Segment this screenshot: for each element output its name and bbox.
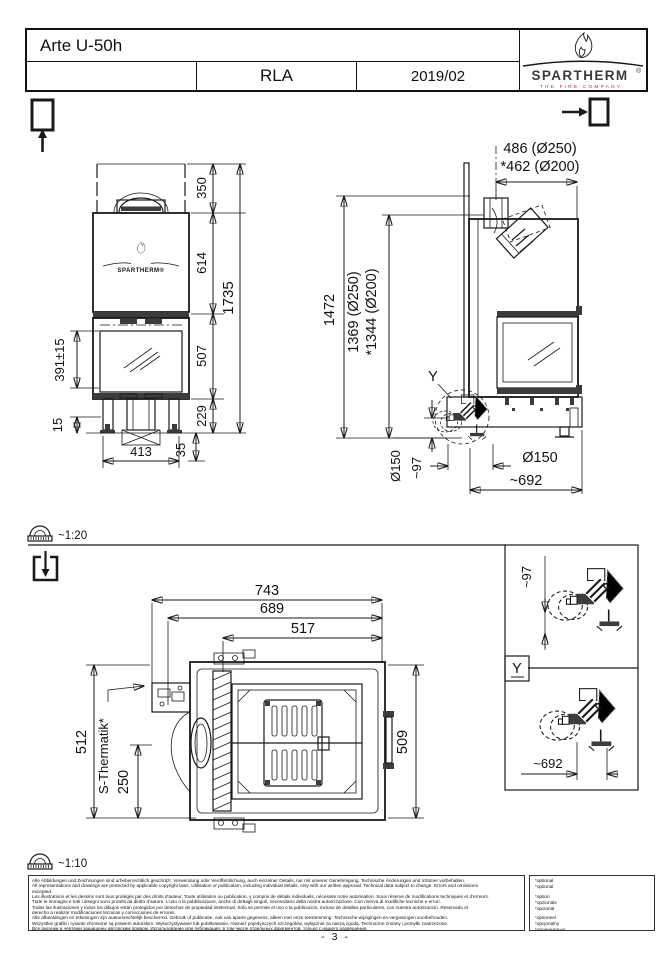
optional-note: *opcjonalny [535,921,560,927]
optional-note: *опционально [535,927,566,931]
optional-note: *option [535,893,550,899]
dim-foot-offset: 35 [173,443,188,457]
engraved-logo-text: SPARTHERM® [118,267,165,274]
dim-shroud-height: 350 [194,177,209,199]
scale-label-views: ~1:20 [58,530,87,542]
brand-wordmark: SPARTHERM [531,68,628,83]
empty-cell [27,62,197,90]
optional-notes-box: *optional *optional *option *opzionale *… [529,875,655,931]
spartherm-logo: SPARTHERM ® THE FIRE COMPANY [520,30,646,90]
y-detail-marker: Y [512,661,522,677]
dim-body-height: 614 [194,252,209,274]
drawing-title: Arte U-50h [27,30,519,62]
front-view-dimensions: 350 614 507 229 1735 391±15 15 413 35 [50,164,246,468]
front-view: SPARTHERM® [86,163,246,446]
disclaimer-line: Все рисунки и чертежи защищены авторским… [32,925,368,931]
side-view-dimensions: 486 (Ø250) *462 (Ø200) 1472 1369 (Ø250) … [322,141,582,494]
dim-glass-height: 391±15 [52,338,67,381]
dim-foot-adjust: 15 [50,418,65,432]
disclaimer-line: Alle Abbildungen und Zeichnungen sind ur… [32,878,466,883]
front-view-icon [30,98,55,152]
damper-detail-drawing [432,394,488,441]
y-detail-panel: Y ~97 ~692 [504,544,639,791]
dim-total-height: 1735 [220,281,237,314]
top-view-icon [32,551,59,582]
disclaimer-line: Todas las ilustraciones y todos los dibu… [32,904,468,910]
dim-total-depth: ~692 [510,473,543,489]
brand-registered-mark: ® [636,67,642,75]
optional-note: *opcional [535,905,555,911]
disclaimer-line: derecho a realizar modificaciones técnic… [32,909,176,915]
dim-flue-height-250: 1369 (Ø250) [346,271,362,352]
dim-top-body-width: 689 [260,601,284,617]
protractor-icon [27,525,53,542]
flame-icon [574,32,593,59]
disclaimer-line: Les illustrations et les dessins sont to… [32,893,490,899]
dim-top-glass-width: 517 [291,621,315,637]
optional-note: *optioneel [535,915,556,921]
dim-top-intake-depth: 250 [116,770,132,794]
disclaimer-line: excepted. [32,888,53,894]
dim-base-height: 229 [194,405,209,427]
disclaimer-line: Tutte le immagini e tutti i disegni sono… [32,899,441,905]
disclaimer-line: Wszystkie grafiki i rysunki chronione są… [32,920,449,926]
dim-top-body-depth: 509 [395,730,411,754]
dim-flue-depth-200: *462 (Ø200) [501,159,580,175]
brand-tagline: THE FIRE COMPANY [540,84,622,90]
page-number: - 3 - [321,931,350,943]
top-view: 743 689 517 [74,583,424,833]
side-view-icon [562,97,610,127]
dim-flue-height-200: *1344 (Ø200) [364,268,380,355]
dim-firebox-height: 507 [194,345,209,367]
dim-intake-diameter-bottom: Ø150 [522,450,557,466]
disclaimer-line: Alle afbeeldingen en tekeningen zijn aut… [32,915,449,921]
dim-intake-offset: ~97 [409,457,424,479]
optional-note: *optional [535,883,554,889]
revision-cell: 2019/02 [410,67,466,85]
scale-label-detail: ~1:10 [58,858,87,870]
y-detail-offset-height: ~97 [519,566,534,588]
detail-marker-y: Y [428,369,438,385]
optional-note: *opzionale [535,899,557,905]
protractor-icon [27,853,53,870]
dim-side-total-height: 1472 [322,294,338,326]
disclaimer-box: Alle Abbildungen und Zeichnungen sind ur… [28,875,525,931]
disclaimer-line: All representations and drawings are pro… [32,883,478,889]
title-block: Arte U-50h RLA 2019/02 SPARTHERM ® THE F… [25,28,648,92]
dim-top-total-width: 743 [255,583,279,599]
side-view: Y [428,146,583,445]
air-system-cell: RLA [197,62,357,90]
dim-flue-depth-250: 486 (Ø250) [503,141,576,157]
y-detail-offset-depth: ~692 [533,756,562,771]
damper-detail-drawing [546,567,625,632]
damper-detail-drawing [538,687,617,752]
dim-top-total-depth: 512 [74,730,90,754]
dim-base-width: 413 [130,444,152,459]
engraved-logo: SPARTHERM® [102,241,180,274]
label-s-thermatik: S-Thermatik* [96,718,111,794]
optional-note: *optional [535,878,554,883]
dim-intake-diameter-side: Ø150 [388,450,403,482]
